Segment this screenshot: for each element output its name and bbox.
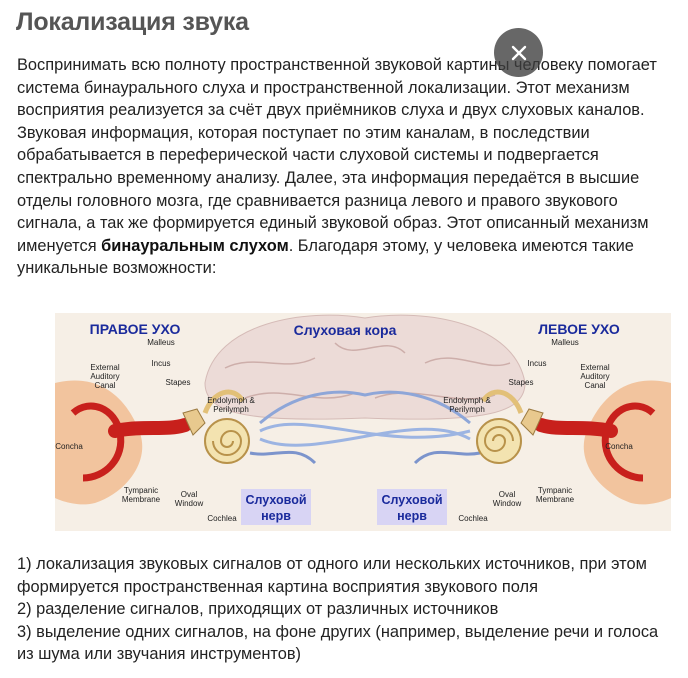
left-ear-illustration [476, 380, 671, 505]
label-external-left-3: Canal [585, 381, 606, 390]
label-endolymph-right-1: Endolymph & [207, 396, 255, 405]
label-tympanic-right-2: Membrane [122, 495, 161, 504]
abilities-list: 1) локализация звуковых сигналов от одно… [17, 553, 677, 666]
label-external-right-1: External [90, 363, 120, 372]
right-ear-illustration [55, 380, 250, 505]
label-stapes-right: Stapes [166, 378, 191, 387]
ear-diagram: ПРАВОЕ УХО ЛЕВОЕ УХО Слуховая кора Слухо… [55, 313, 671, 531]
brain-illustration [204, 314, 526, 420]
label-stapes-left: Stapes [509, 378, 534, 387]
left-ear-heading: ЛЕВОЕ УХО [538, 321, 620, 337]
left-nerve-label-line1: Слуховой [381, 493, 442, 507]
label-tympanic-left-1: Tympanic [538, 486, 572, 495]
label-concha-left: Concha [605, 442, 633, 451]
label-endolymph-left-1: Endolymph & [443, 396, 491, 405]
list-item: 2) разделение сигналов, приходящих от ра… [17, 600, 499, 619]
left-nerve-label-line2: нерв [397, 509, 427, 523]
label-malleus-right: Malleus [147, 338, 175, 347]
label-endolymph-right-2: Perilymph [213, 405, 249, 414]
right-nerve-label-line1: Слуховой [245, 493, 306, 507]
close-button[interactable] [494, 28, 543, 77]
label-external-right-3: Canal [95, 381, 116, 390]
label-oval-left-2: Window [493, 499, 522, 508]
right-ear-heading: ПРАВОЕ УХО [90, 321, 181, 337]
nerve-pathways [249, 390, 481, 465]
page-title: Локализация звука [16, 8, 249, 36]
label-malleus-left: Malleus [551, 338, 579, 347]
list-item: 3) выделение одних сигналов, на фоне дру… [17, 622, 659, 664]
label-incus-right: Incus [151, 359, 170, 368]
label-concha-right: Concha [55, 442, 83, 451]
label-external-left-2: Auditory [580, 372, 609, 381]
label-external-right-2: Auditory [90, 372, 119, 381]
label-oval-right-1: Oval [181, 490, 198, 499]
label-external-left-1: External [580, 363, 610, 372]
left-nerve-label-bg [377, 489, 447, 525]
label-tympanic-right-1: Tympanic [124, 486, 158, 495]
intro-bold-term: бинауральным слухом [101, 236, 289, 255]
label-cochlea-right: Cochlea [207, 514, 237, 523]
label-incus-left: Incus [527, 359, 546, 368]
right-nerve-label-bg [241, 489, 311, 525]
close-icon [511, 45, 526, 60]
right-nerve-label-line2: нерв [261, 509, 291, 523]
label-cochlea-left: Cochlea [458, 514, 488, 523]
intro-paragraph: Воспринимать всю полноту пространственно… [17, 54, 672, 280]
label-endolymph-left-2: Perilymph [449, 405, 485, 414]
label-tympanic-left-2: Membrane [536, 495, 575, 504]
list-item: 1) локализация звуковых сигналов от одно… [17, 555, 647, 596]
label-oval-right-2: Window [175, 499, 204, 508]
intro-text: Воспринимать всю полноту пространственно… [17, 56, 657, 255]
intro-text-end: . Благодаря этому, у человека имеются та… [17, 236, 634, 278]
cortex-label: Слуховая кора [294, 322, 397, 338]
label-oval-left-1: Oval [499, 490, 516, 499]
